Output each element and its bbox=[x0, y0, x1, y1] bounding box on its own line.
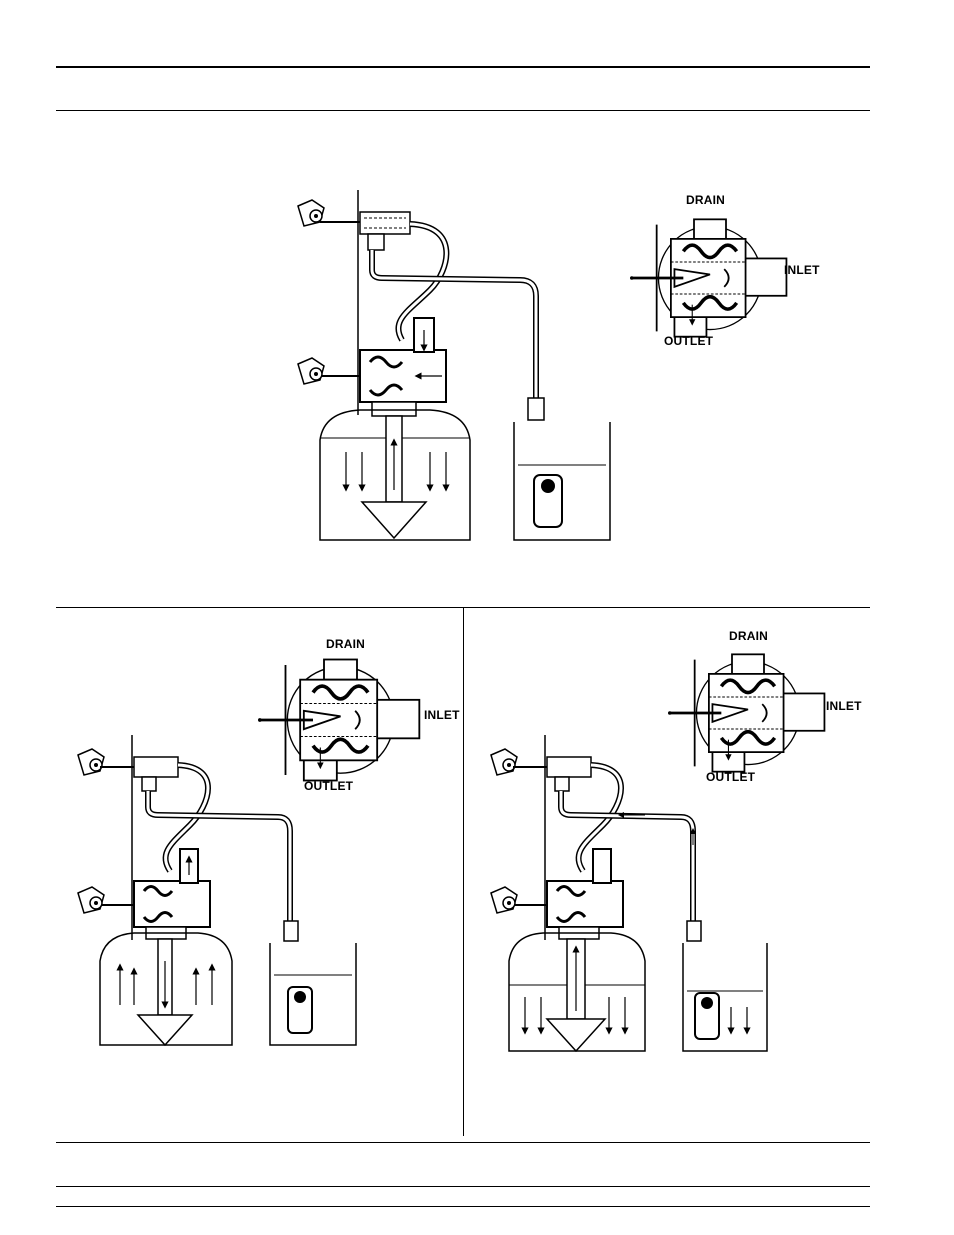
top-drain-label: DRAIN bbox=[686, 193, 725, 207]
top-inlet-label: INLET bbox=[784, 263, 820, 277]
bottom-left-valve-inset bbox=[258, 650, 423, 790]
bottom-left-inlet-label: INLET bbox=[424, 708, 460, 722]
bottom-rule-1 bbox=[56, 1142, 870, 1143]
bottom-rule-2 bbox=[56, 1186, 870, 1187]
top-softener-diagram bbox=[290, 190, 620, 550]
top-rule-thin bbox=[56, 110, 870, 111]
bottom-right-valve-inset bbox=[668, 643, 828, 783]
top-valve-inset bbox=[630, 208, 790, 348]
bottom-left-drain-label: DRAIN bbox=[326, 637, 365, 651]
bottom-right-drain-label: DRAIN bbox=[729, 629, 768, 643]
bottom-rule-3 bbox=[56, 1206, 870, 1207]
bottom-right-inlet-label: INLET bbox=[826, 699, 862, 713]
top-rule-thick bbox=[56, 66, 870, 68]
top-outlet-label: OUTLET bbox=[664, 334, 713, 348]
bottom-left-outlet-label: OUTLET bbox=[304, 779, 353, 793]
panel-divider bbox=[463, 608, 464, 1136]
bottom-right-outlet-label: OUTLET bbox=[706, 770, 755, 784]
